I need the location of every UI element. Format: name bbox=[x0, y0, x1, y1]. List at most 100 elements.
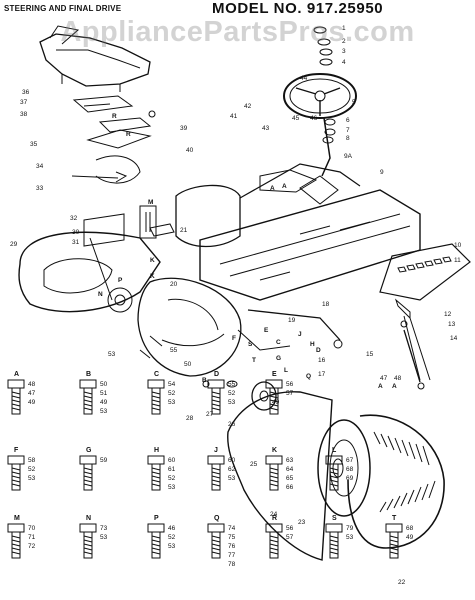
detail-letter: Q bbox=[306, 373, 311, 380]
bolt-thread bbox=[83, 543, 93, 547]
bolt-thread bbox=[389, 535, 399, 539]
bolt-shank bbox=[211, 463, 221, 491]
bolt-thread bbox=[211, 403, 221, 407]
brake-disc bbox=[107, 287, 133, 313]
callout-number: 48 bbox=[394, 375, 402, 382]
bolt-shank bbox=[11, 463, 21, 491]
callout-number: 27 bbox=[206, 411, 214, 418]
hardware-callout: 62 bbox=[228, 466, 236, 473]
bolt-thread bbox=[11, 539, 21, 543]
bolt-thread bbox=[151, 471, 161, 475]
hardware-callout: 49 bbox=[28, 399, 36, 406]
bolt-thread bbox=[11, 395, 21, 399]
bolt-head bbox=[385, 523, 403, 533]
bolt-shank bbox=[329, 463, 339, 491]
hardware-letter: P bbox=[154, 515, 159, 522]
washer bbox=[313, 26, 327, 34]
console-outline bbox=[175, 184, 241, 248]
hardware-callout: 55 bbox=[228, 381, 236, 388]
bolt-thread bbox=[389, 547, 399, 551]
callout-number: 44 bbox=[300, 75, 308, 82]
callout-number: 26 bbox=[228, 421, 236, 428]
tire-tread bbox=[387, 435, 401, 509]
callout-number: 16 bbox=[318, 357, 326, 364]
detail-letter: J bbox=[298, 331, 302, 338]
hardware-callout: 53 bbox=[168, 399, 176, 406]
wheel-hub bbox=[251, 381, 277, 411]
bolt-shank bbox=[211, 531, 221, 559]
detail-letter: R bbox=[126, 131, 131, 138]
callout-number: 11 bbox=[454, 257, 461, 264]
bolt-head bbox=[265, 379, 283, 389]
callout-number: 47 bbox=[380, 375, 388, 382]
steering-hub bbox=[314, 90, 326, 102]
bolt-head bbox=[147, 455, 165, 465]
bolt-thread bbox=[269, 483, 279, 487]
hardware-letter: R bbox=[272, 515, 277, 522]
footrest-tread bbox=[397, 266, 407, 273]
drag-link bbox=[239, 163, 361, 199]
bolt-thread bbox=[211, 395, 221, 399]
bolt-thread bbox=[83, 403, 93, 407]
bolt-head bbox=[207, 379, 225, 389]
hardware-letter: N bbox=[86, 515, 91, 522]
callout-number: 50 bbox=[184, 361, 192, 368]
bolt-head bbox=[7, 455, 25, 465]
bolt-thread bbox=[83, 395, 93, 399]
pivot-rod bbox=[71, 171, 128, 183]
bolt-thread bbox=[269, 403, 279, 407]
detail-letter: G bbox=[276, 355, 281, 362]
bolt-thread bbox=[269, 551, 279, 555]
rod-end bbox=[400, 320, 408, 328]
bolt-thread bbox=[269, 475, 279, 479]
detail-letter: M bbox=[148, 199, 153, 206]
bolt-thread bbox=[83, 471, 93, 475]
bolt-thread bbox=[211, 543, 221, 547]
brake-hub bbox=[114, 294, 126, 306]
detail-letter: E bbox=[264, 327, 269, 334]
frame-outline bbox=[199, 189, 421, 301]
bolt-thread bbox=[211, 399, 221, 403]
hardware-callout: 77 bbox=[228, 552, 236, 559]
fender-bracket bbox=[89, 237, 113, 301]
hardware-callout: 65 bbox=[286, 475, 294, 482]
callout-number: 36 bbox=[22, 89, 30, 96]
seat-outline bbox=[56, 49, 141, 69]
washer bbox=[319, 48, 333, 56]
bolt-thread bbox=[269, 471, 279, 475]
hardware-letter: A bbox=[14, 371, 19, 378]
bolt-thread bbox=[11, 407, 21, 411]
axle-support bbox=[403, 315, 431, 381]
bolt-thread bbox=[329, 535, 339, 539]
hardware-callout: 79 bbox=[346, 525, 354, 532]
seat-plate bbox=[86, 129, 152, 149]
hardware-callout: 52 bbox=[168, 390, 176, 397]
callout-number: 30 bbox=[72, 229, 80, 236]
callout-number: 45 bbox=[292, 115, 300, 122]
hardware-callout: 53 bbox=[168, 484, 176, 491]
hardware-callout: 67 bbox=[346, 457, 354, 464]
bolt-thread bbox=[329, 467, 339, 471]
bolt-thread bbox=[269, 395, 279, 399]
bolt-thread bbox=[151, 483, 161, 487]
bolt-thread bbox=[211, 467, 221, 471]
hardware-callout: 53 bbox=[100, 408, 108, 415]
callout-number: 38 bbox=[20, 111, 28, 118]
hardware-letter: K bbox=[272, 447, 277, 454]
callout-number: 40 bbox=[186, 147, 194, 154]
bolt-thread bbox=[11, 391, 21, 395]
callout-number: 6 bbox=[346, 117, 350, 124]
bolt-shank bbox=[151, 463, 161, 491]
bolt-thread bbox=[329, 483, 339, 487]
bolt-thread bbox=[269, 535, 279, 539]
bolt-thread bbox=[211, 471, 221, 475]
washer bbox=[317, 38, 331, 46]
bolt-thread bbox=[269, 547, 279, 551]
latch-bracket bbox=[139, 205, 157, 239]
bolt-thread bbox=[151, 551, 161, 555]
bolt-thread bbox=[11, 467, 21, 471]
bolt-shank bbox=[269, 463, 279, 491]
bolt-thread bbox=[389, 543, 399, 547]
bolt-shank bbox=[11, 531, 21, 559]
bolt-thread bbox=[269, 391, 279, 395]
